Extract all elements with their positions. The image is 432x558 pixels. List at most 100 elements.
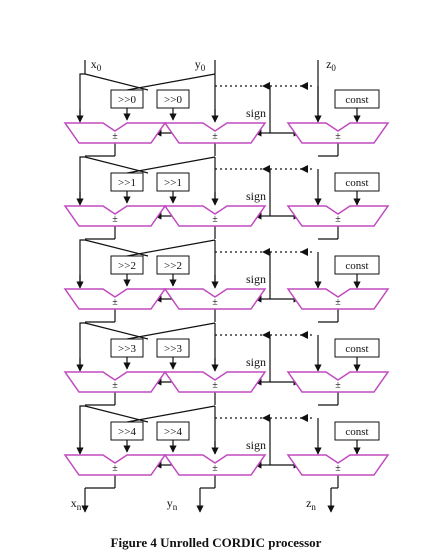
shift-box [110, 255, 144, 275]
adder-shape [63, 454, 167, 476]
adder-op: ± [112, 214, 118, 225]
adder-op: ± [212, 214, 218, 225]
stage-3-shift-y: >>3 [156, 338, 190, 358]
stage-4-shift-y: >>4 [156, 421, 190, 441]
const-box [334, 89, 380, 109]
stage-1-sign-arrow-a [262, 165, 270, 173]
adder-op: ± [212, 297, 218, 308]
stage-4-const: const [334, 421, 380, 441]
stage-3-cross-a [84, 322, 149, 340]
adder-op: ± [335, 380, 341, 391]
const-box [334, 172, 380, 192]
const-label: const [345, 94, 368, 106]
adder-shape [163, 371, 267, 393]
shift-box [156, 89, 190, 109]
stage-3-adder-z: ± [286, 371, 390, 393]
stage-2-adder-y: ± [163, 288, 267, 310]
adder-shape [286, 288, 390, 310]
stage-3-adder-y: ± [163, 371, 267, 393]
adder-op: ± [335, 131, 341, 142]
stage-3-shift-x: >>3 [110, 338, 144, 358]
stage-3-sign-label: sign [246, 355, 266, 369]
adder-shape [163, 454, 267, 476]
stage-3-adder-x: ± [63, 371, 167, 393]
adder-shape [163, 205, 267, 227]
stage-4-adder-x: ± [63, 454, 167, 476]
stage-1-adder-y: ± [163, 205, 267, 227]
stage-2-sign-arrow-a [262, 248, 270, 256]
stage-2-sign-arrow-b [300, 248, 308, 256]
adder-op: ± [212, 380, 218, 391]
adder-shape [63, 122, 167, 144]
output-xn-label: xn [71, 496, 82, 512]
shift-label: >>3 [118, 343, 136, 355]
adder-shape [63, 288, 167, 310]
stage-2-const: const [334, 255, 380, 275]
stage-2-adder-x: ± [63, 288, 167, 310]
shift-box [156, 421, 190, 441]
stages: >>0 >>0 ± ± ± const sign >>1 >>1 ± ± ± const sign >>2 >… [63, 89, 390, 476]
stage-4-sign-arrow-a [262, 414, 270, 422]
adder-op: ± [212, 463, 218, 474]
shift-box [110, 89, 144, 109]
figure-caption: Figure 4 Unrolled CORDIC processor [110, 535, 322, 550]
shift-label: >>2 [118, 260, 136, 272]
stage-0-adder-x: ± [63, 122, 167, 144]
stage-0-shift-y: >>0 [156, 89, 190, 109]
stage-2-shift-x: >>2 [110, 255, 144, 275]
stage-4-sign-arrow-b [300, 414, 308, 422]
stage-1-adder-z: ± [286, 205, 390, 227]
stage-4-shift-x: >>4 [110, 421, 144, 441]
stage-1-shift-x: >>1 [110, 172, 144, 192]
stage-1-sign-arrow-b [300, 165, 308, 173]
const-box [334, 255, 380, 275]
adder-op: ± [335, 297, 341, 308]
shift-label: >>3 [164, 343, 182, 355]
shift-label: >>4 [164, 426, 182, 438]
stage-4-sign-label: sign [246, 438, 266, 452]
shift-label: >>2 [164, 260, 182, 272]
stage-1-sign-label: sign [246, 189, 266, 203]
const-box [334, 421, 380, 441]
const-box [334, 338, 380, 358]
adder-shape [286, 205, 390, 227]
shift-box [156, 338, 190, 358]
stage-0-adder-y: ± [163, 122, 267, 144]
adder-op: ± [212, 131, 218, 142]
stage-0-cross-b [126, 73, 216, 91]
input-z0-label: z0 [326, 57, 336, 73]
stage-2-shift-y: >>2 [156, 255, 190, 275]
adder-shape [63, 205, 167, 227]
shift-label: >>4 [118, 426, 136, 438]
shift-box [110, 172, 144, 192]
stage-1-const: const [334, 172, 380, 192]
output-yn-label: yn [167, 496, 178, 512]
shift-box [156, 172, 190, 192]
adder-op: ± [112, 463, 118, 474]
stage-2-adder-z: ± [286, 288, 390, 310]
stage-4-cross-a [84, 405, 149, 423]
stage-3-x-rail [79, 322, 85, 369]
adder-shape [163, 288, 267, 310]
stage-0-sign-arrow-b [300, 82, 308, 90]
const-label: const [345, 426, 368, 438]
stage-3-cross-b [126, 322, 216, 340]
adder-shape [163, 122, 267, 144]
stage-0-shift-x: >>0 [110, 89, 144, 109]
stage-0-sign-arrow-a [262, 82, 270, 90]
adder-shape [286, 454, 390, 476]
adder-op: ± [112, 131, 118, 142]
shift-box [156, 255, 190, 275]
stage-3-sign-arrow-a [262, 331, 270, 339]
stage-1-shift-y: >>1 [156, 172, 190, 192]
stage-0-adder-z: ± [286, 122, 390, 144]
stage-0-x-rail [79, 73, 85, 120]
shift-label: >>1 [164, 177, 182, 189]
shift-label: >>1 [118, 177, 136, 189]
const-label: const [345, 343, 368, 355]
adder-shape [63, 371, 167, 393]
adder-op: ± [112, 380, 118, 391]
adder-op: ± [112, 297, 118, 308]
